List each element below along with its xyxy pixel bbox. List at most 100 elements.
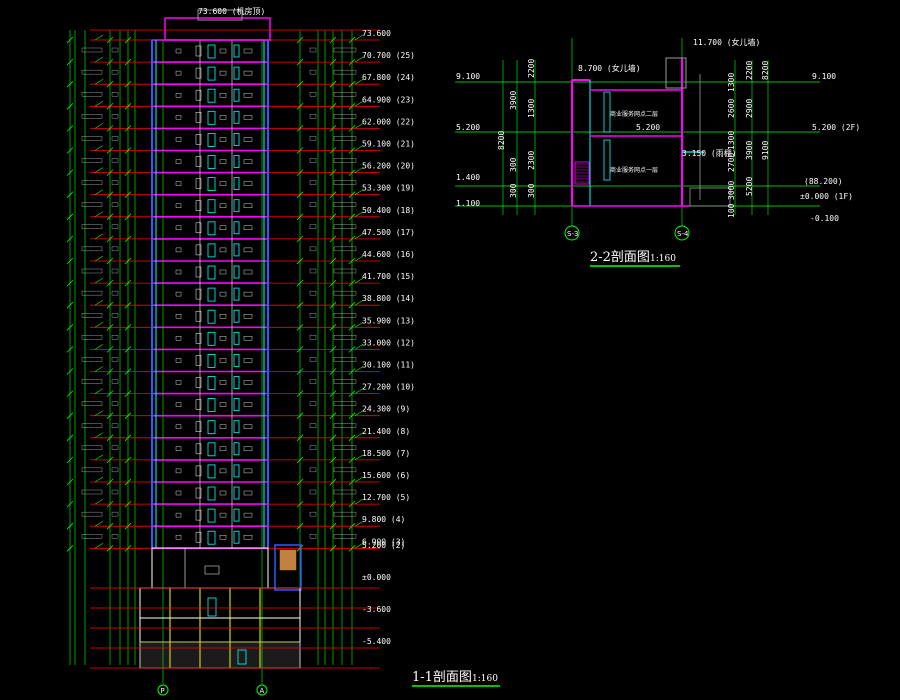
room-tag	[175, 535, 182, 540]
dim-right-11: 100	[727, 203, 736, 218]
dimension-text	[309, 489, 317, 495]
dimension-tick	[124, 412, 132, 419]
level-label: 6.900 (3)	[362, 537, 405, 546]
window	[207, 464, 216, 479]
door	[195, 134, 202, 145]
dim-right-10: 3000	[727, 181, 736, 200]
dim-right-2: 1300	[727, 73, 736, 92]
dimension-text	[81, 246, 103, 252]
dimension-tick	[106, 169, 114, 176]
dimension-tick	[296, 36, 304, 44]
dimension-text	[111, 224, 119, 229]
dimension-tick	[66, 346, 74, 353]
window	[233, 155, 240, 168]
dimension-tick	[66, 80, 74, 88]
dimension-tick	[329, 58, 337, 66]
dimension-text	[333, 268, 357, 274]
dimension-text	[81, 158, 103, 163]
level-label: ±0.000	[362, 573, 391, 582]
room-tag	[219, 380, 227, 385]
level-marker	[354, 277, 364, 284]
lobby-label	[204, 565, 220, 575]
level-marker	[94, 233, 104, 240]
dimension-tick	[106, 279, 114, 287]
level-marker	[354, 189, 364, 195]
room-tag	[175, 402, 182, 407]
room-tag	[219, 70, 227, 76]
dimension-text	[81, 511, 103, 517]
dim-left-1: 2200	[527, 59, 536, 78]
dimension-tick	[348, 324, 356, 331]
dimension-tick	[329, 456, 337, 464]
dimension-tick	[296, 80, 304, 88]
room-tag	[219, 314, 227, 319]
room-tag	[175, 48, 182, 54]
dim-right-5: 2600	[727, 99, 736, 118]
section-2-2-title: 2-2剖面图	[590, 250, 650, 265]
door	[195, 178, 202, 189]
window	[207, 110, 216, 125]
dimension-tick	[124, 324, 132, 331]
room-tag	[175, 137, 182, 142]
room-tag	[175, 247, 182, 253]
dimension-tick	[124, 36, 132, 44]
dimension-tick	[348, 191, 356, 198]
door	[195, 200, 202, 211]
dimension-tick	[329, 545, 337, 552]
dimension-tick	[296, 235, 304, 243]
window	[233, 420, 240, 434]
dimension-tick	[348, 125, 356, 132]
dimension-text	[111, 158, 119, 163]
dimension-tick	[296, 213, 304, 221]
level-marker	[94, 432, 104, 439]
dimension-tick	[348, 412, 356, 419]
dimension-tick	[329, 169, 337, 176]
dimension-tick	[124, 235, 132, 243]
dimension-tick	[296, 191, 304, 198]
room-tag	[243, 115, 253, 120]
level-label: 50.400 (18)	[362, 206, 415, 215]
dimension-tick	[66, 478, 74, 486]
dimension-text	[309, 224, 317, 229]
dimension-text	[309, 92, 317, 97]
dimension-text	[333, 246, 357, 252]
dimension-tick	[329, 368, 337, 375]
dimension-tick	[329, 324, 337, 331]
window	[233, 265, 240, 279]
dim-left-2: 8200	[497, 131, 506, 150]
machine-room	[197, 9, 243, 21]
dimension-tick	[124, 169, 132, 176]
level-marker	[94, 34, 104, 41]
dimension-text	[333, 467, 357, 473]
dimension-text	[309, 357, 317, 362]
room-tag	[219, 115, 227, 120]
dimension-tick	[106, 412, 114, 419]
dim-left-5: 300	[509, 157, 518, 172]
dimension-tick	[329, 257, 337, 265]
dimension-tick	[348, 36, 356, 44]
dimension-tick	[296, 257, 304, 265]
window	[233, 464, 240, 478]
level-label: 59.100 (21)	[362, 140, 415, 149]
room-tag	[219, 446, 227, 451]
dimension-text	[111, 489, 119, 495]
level-right-0: 9.100	[812, 72, 836, 81]
dimension-tick	[106, 390, 114, 397]
dimension-text	[111, 423, 119, 428]
dimension-text	[81, 92, 103, 97]
dim-right-0: 2200	[745, 61, 754, 80]
dimension-text	[111, 313, 119, 318]
dimension-tick	[329, 412, 337, 419]
dimension-text	[309, 379, 317, 384]
level-marker	[94, 498, 104, 505]
section-2-2-scale: 1:160	[650, 254, 676, 264]
window	[207, 66, 216, 81]
dim-right-6: 2700	[727, 153, 736, 172]
window	[233, 243, 240, 257]
level-label: -5.400	[362, 637, 391, 646]
room-tag	[175, 159, 182, 164]
dimension-tick	[348, 235, 356, 243]
level-marker	[94, 101, 104, 107]
door	[195, 531, 202, 543]
room-tag	[175, 490, 182, 496]
